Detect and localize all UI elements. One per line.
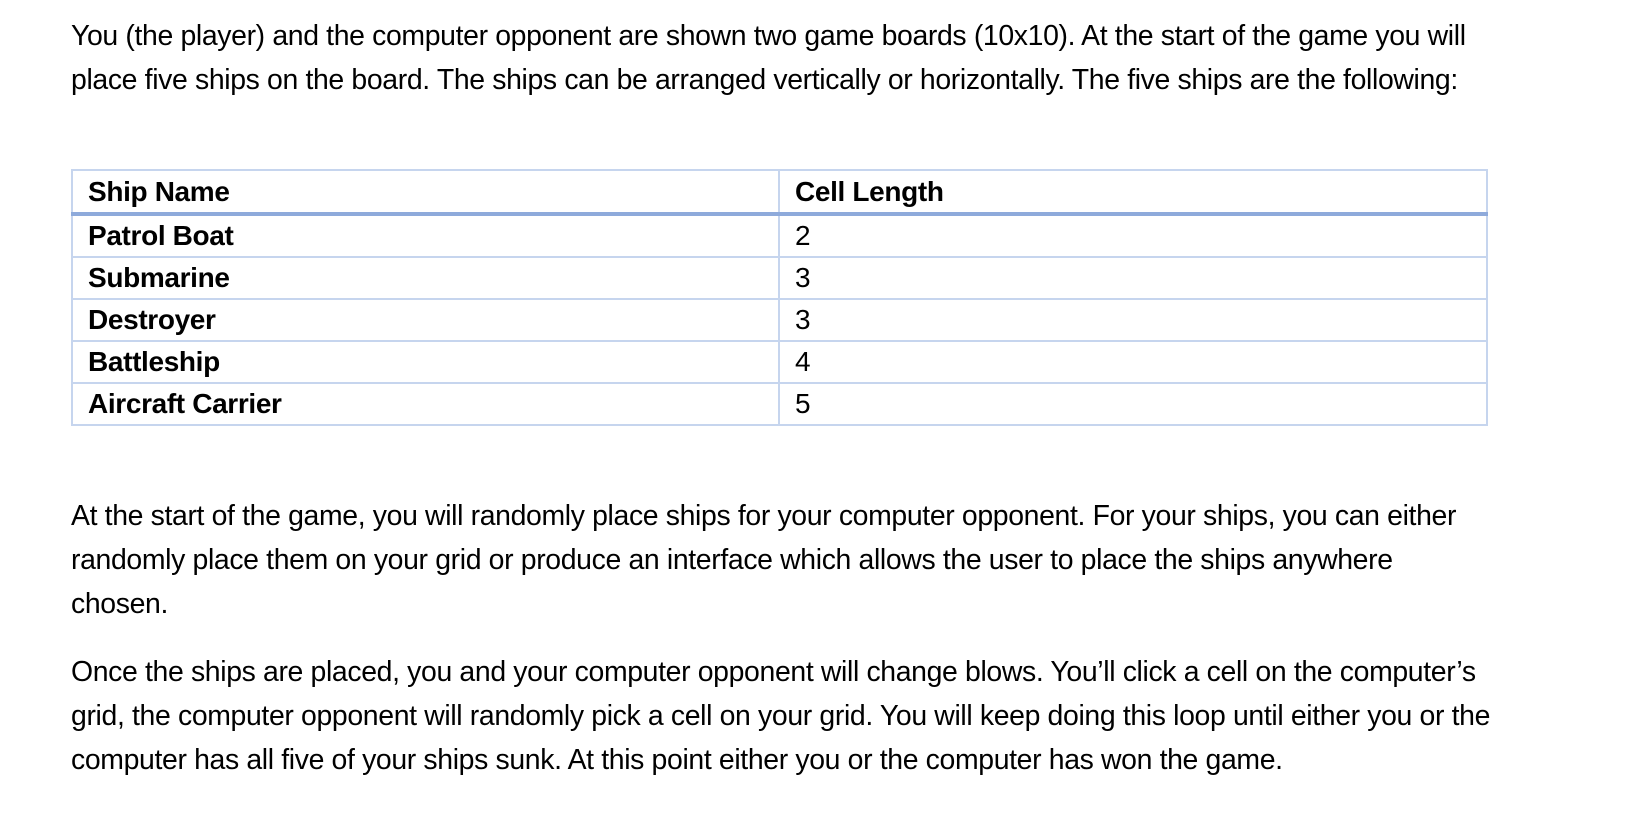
intro-paragraph: You (the player) and the computer oppone… <box>71 20 1466 96</box>
table-row: Aircraft Carrier 5 <box>71 382 1488 426</box>
ship-name-cell: Submarine <box>71 256 780 300</box>
cell-length-cell: 3 <box>778 256 1488 300</box>
ship-name-cell: Patrol Boat <box>71 213 780 258</box>
cell-length-cell: 2 <box>778 213 1488 258</box>
table-row: Battleship 4 <box>71 340 1488 384</box>
cell-length-cell: 4 <box>778 340 1488 384</box>
column-header-ship-name: Ship Name <box>71 169 780 216</box>
cell-length-cell: 3 <box>778 298 1488 342</box>
ship-name-cell: Destroyer <box>71 298 780 342</box>
table-header-row: Ship Name Cell Length <box>71 169 1488 216</box>
placement-section: At the start of the game, you will rando… <box>71 494 1491 626</box>
document-page: You (the player) and the computer oppone… <box>71 14 1491 102</box>
gameplay-section: Once the ships are placed, you and your … <box>71 650 1491 782</box>
column-header-cell-length: Cell Length <box>778 169 1488 216</box>
placement-paragraph: At the start of the game, you will rando… <box>71 500 1457 620</box>
ship-name-cell: Aircraft Carrier <box>71 382 780 426</box>
table-row: Patrol Boat 2 <box>71 213 1488 258</box>
cell-length-cell: 5 <box>778 382 1488 426</box>
gameplay-paragraph: Once the ships are placed, you and your … <box>71 656 1491 776</box>
ship-table: Ship Name Cell Length Patrol Boat 2 Subm… <box>71 169 1488 426</box>
ship-name-cell: Battleship <box>71 340 780 384</box>
table-row: Destroyer 3 <box>71 298 1488 342</box>
table-row: Submarine 3 <box>71 256 1488 300</box>
